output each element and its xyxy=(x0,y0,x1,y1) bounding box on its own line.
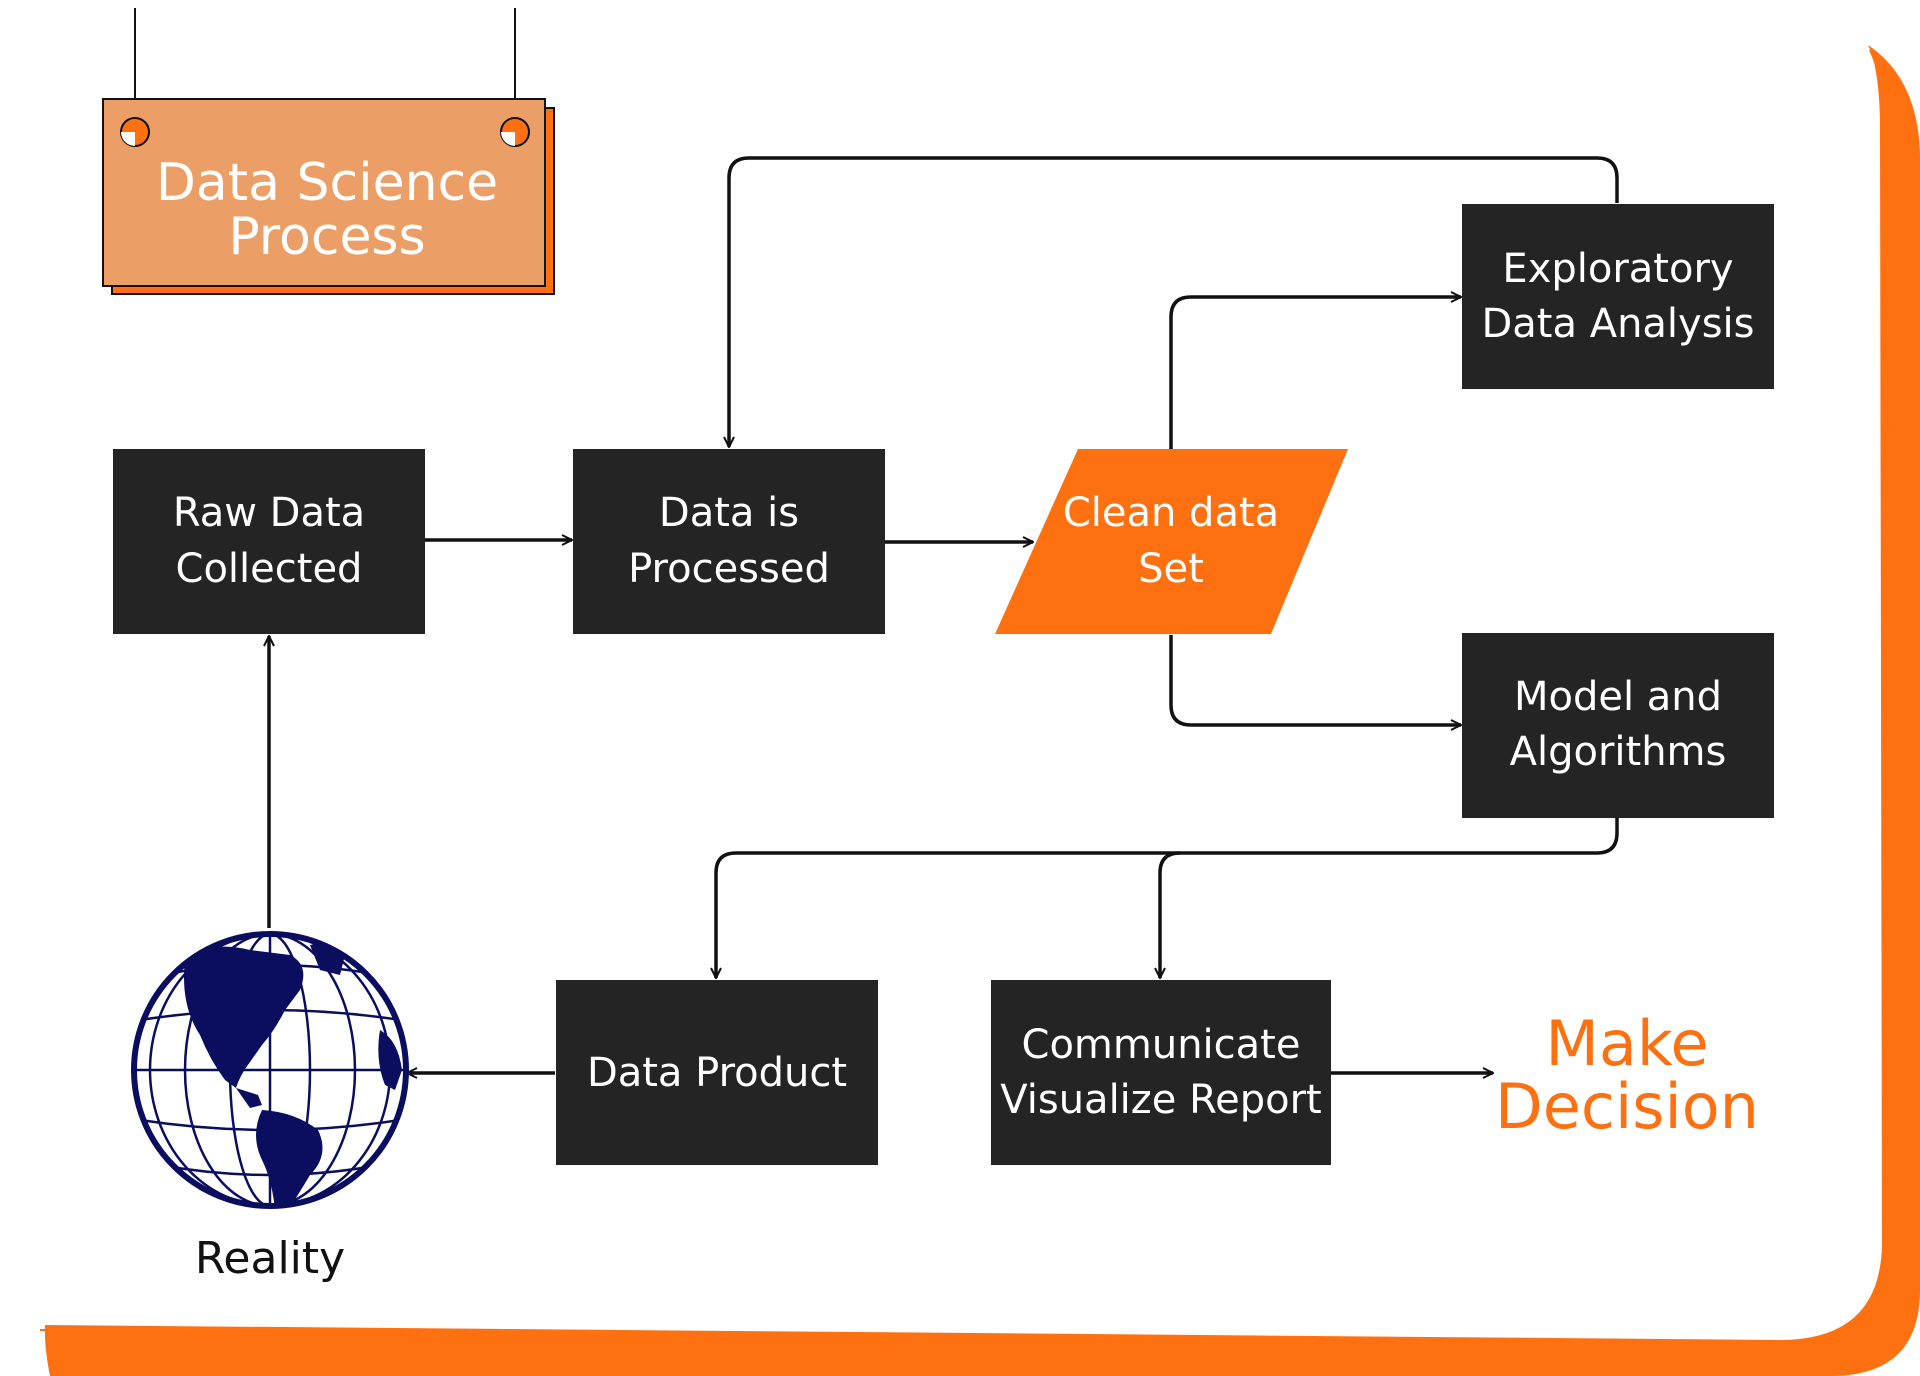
node-communicate-line2: Visualize Report xyxy=(1000,1077,1321,1123)
arrow-model-to-communicate xyxy=(1160,851,1181,978)
node-communicate: Communicate Visualize Report xyxy=(991,980,1331,1165)
pin-left-icon xyxy=(120,117,150,147)
title-sign: Data Science Process xyxy=(102,8,555,295)
node-data-product: Data Product xyxy=(556,980,878,1165)
node-raw-data-line2: Collected xyxy=(176,546,363,592)
node-processed-line1: Data is xyxy=(659,490,799,536)
diagram-title-line2: Process xyxy=(228,207,425,267)
node-processed-line2: Processed xyxy=(628,546,830,592)
node-data-product-label: Data Product xyxy=(587,1050,847,1096)
diagram-title-line1: Data Science xyxy=(156,153,498,213)
frame-inner xyxy=(39,49,1886,1344)
node-decision-line1: Make xyxy=(1545,1007,1708,1080)
node-raw-data-line1: Raw Data xyxy=(173,490,365,536)
node-model-line1: Model and xyxy=(1514,674,1722,720)
node-clean-data-line1: Clean data xyxy=(1063,490,1279,536)
node-eda-line1: Exploratory xyxy=(1502,246,1733,292)
node-raw-data: Raw Data Collected xyxy=(113,449,425,634)
node-clean-data-line2: Set xyxy=(1138,546,1204,592)
arrow-clean-to-model xyxy=(1169,635,1461,725)
node-communicate-line1: Communicate xyxy=(1022,1022,1301,1068)
node-decision-line2: Decision xyxy=(1495,1070,1759,1143)
node-model: Model and Algorithms xyxy=(1462,633,1774,818)
arrow-eda-to-processed xyxy=(729,156,1619,447)
reality-label: Reality xyxy=(195,1233,345,1284)
node-model-line2: Algorithms xyxy=(1510,729,1727,775)
node-decision: Make Decision xyxy=(1495,1007,1759,1143)
pin-right-icon xyxy=(500,117,530,147)
connectors xyxy=(269,156,1619,1073)
node-eda: Exploratory Data Analysis xyxy=(1462,204,1774,389)
arrow-model-to-product xyxy=(716,818,1619,978)
node-processed: Data is Processed xyxy=(573,449,885,634)
globe-icon: Reality xyxy=(131,931,409,1284)
node-clean-data: Clean data Set xyxy=(995,449,1348,634)
node-eda-line2: Data Analysis xyxy=(1481,301,1754,347)
arrow-clean-to-eda xyxy=(1169,297,1461,449)
